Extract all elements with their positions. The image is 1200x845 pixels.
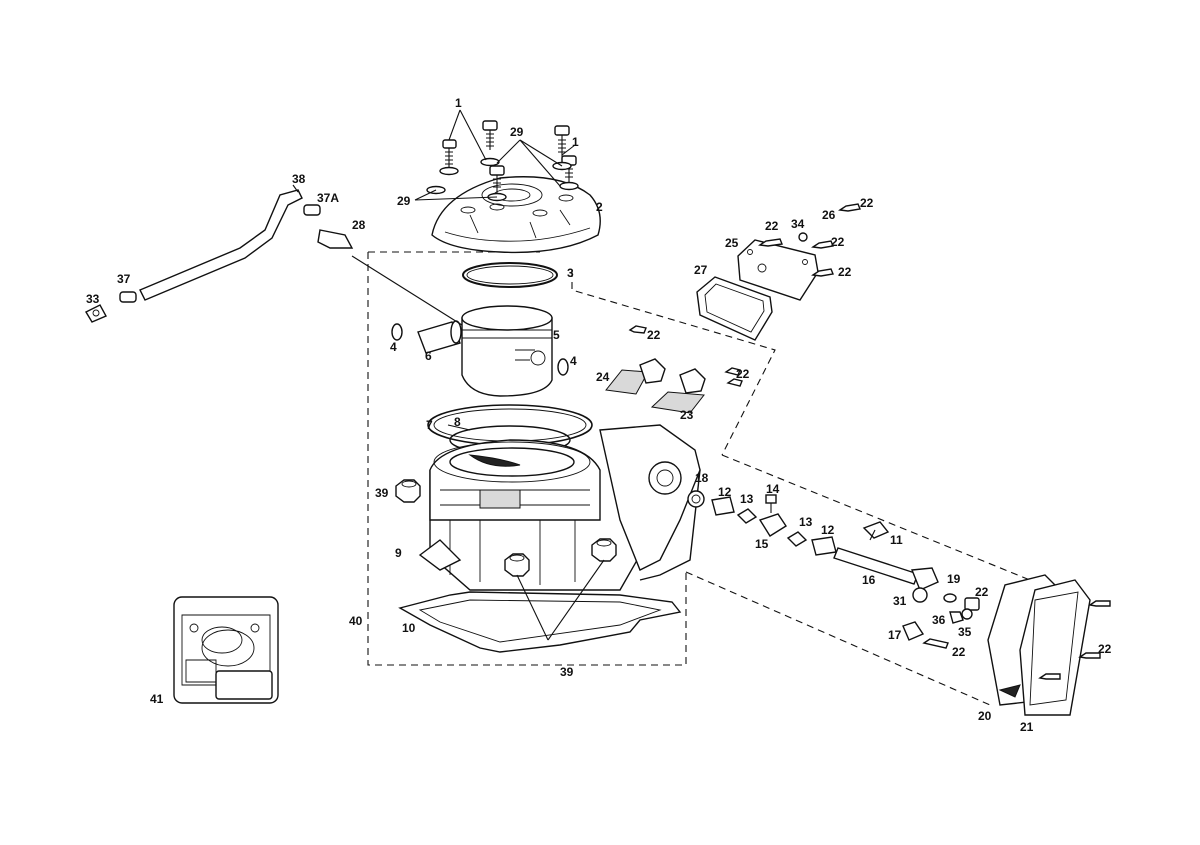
- exhaust-valve-cover: [696, 239, 819, 341]
- callout-23: 23: [680, 408, 694, 422]
- circlip-right: [557, 358, 569, 376]
- callout-12: 12: [718, 485, 732, 499]
- callout-38: 38: [292, 172, 306, 186]
- callout-22: 22: [831, 235, 845, 249]
- callout-22: 22: [838, 265, 852, 279]
- leader-lines: [292, 109, 876, 641]
- callout-22: 22: [647, 328, 661, 342]
- callout-6: 6: [425, 349, 432, 363]
- callout-33: 33: [86, 292, 100, 306]
- callout-13: 13: [799, 515, 813, 529]
- callout-35: 35: [958, 625, 972, 639]
- callout-28: 28: [352, 218, 366, 232]
- callout-29: 29: [510, 125, 524, 139]
- cylinder-head: [431, 176, 601, 254]
- callout-14: 14: [766, 482, 780, 496]
- callout-20: 20: [978, 709, 992, 723]
- valve-shaft-assembly: [687, 490, 980, 641]
- callout-22: 22: [765, 219, 779, 233]
- callout-22: 22: [1098, 642, 1112, 656]
- callout-18: 18: [695, 471, 709, 485]
- callout-11: 11: [890, 533, 903, 547]
- callout-12: 12: [821, 523, 835, 537]
- callout-27: 27: [694, 263, 708, 277]
- callout-13: 13: [740, 492, 754, 506]
- callout-36: 36: [932, 613, 946, 627]
- callout-29: 29: [397, 194, 411, 208]
- callout-1: 1: [572, 135, 579, 149]
- callout-7: 7: [426, 418, 433, 432]
- circlip-left: [391, 323, 403, 341]
- callout-22: 22: [860, 196, 874, 210]
- callout-17: 17: [888, 628, 902, 642]
- callout-39: 39: [375, 486, 389, 500]
- callout-24: 24: [596, 370, 610, 384]
- callout-22: 22: [736, 367, 750, 381]
- callout-16: 16: [862, 573, 876, 587]
- water-hose-assembly: [85, 189, 354, 323]
- callouts: 1 1 29 29 2 3 4 4 5 6 7 8 9 10 39 39 40 …: [86, 96, 1112, 734]
- group-outline-40: [367, 251, 1031, 706]
- callout-22: 22: [952, 645, 966, 659]
- cylinder: [418, 424, 701, 591]
- callout-9: 9: [395, 546, 402, 560]
- head-gasket-ring: [462, 262, 558, 288]
- callout-5: 5: [553, 328, 560, 342]
- callout-34: 34: [791, 217, 805, 231]
- gasket-kit-inset: [173, 596, 279, 704]
- callout-37A: 37A: [317, 191, 339, 205]
- valve-side-covers: [987, 574, 1091, 716]
- callout-15: 15: [755, 537, 769, 551]
- callout-1: 1: [455, 96, 462, 110]
- callout-19: 19: [947, 572, 961, 586]
- callout-10: 10: [402, 621, 416, 635]
- callout-3: 3: [567, 266, 574, 280]
- callout-21: 21: [1020, 720, 1034, 734]
- callout-2: 2: [596, 200, 603, 214]
- callout-22: 22: [975, 585, 989, 599]
- callout-39: 39: [560, 665, 574, 679]
- callout-25: 25: [725, 236, 739, 250]
- callout-37: 37: [117, 272, 131, 286]
- small-bolts: [628, 203, 1111, 680]
- callout-31: 31: [893, 594, 907, 608]
- callout-8: 8: [454, 415, 461, 429]
- callout-40: 40: [349, 614, 363, 628]
- piston-pin: [417, 320, 462, 354]
- callout-26: 26: [822, 208, 836, 222]
- piston: [461, 305, 553, 397]
- callout-4: 4: [570, 354, 577, 368]
- callout-41: 41: [150, 692, 164, 706]
- callout-4: 4: [390, 340, 397, 354]
- gasket-7: [427, 404, 593, 446]
- exhaust-valves: [605, 358, 706, 414]
- cylinder-nuts: [395, 479, 617, 577]
